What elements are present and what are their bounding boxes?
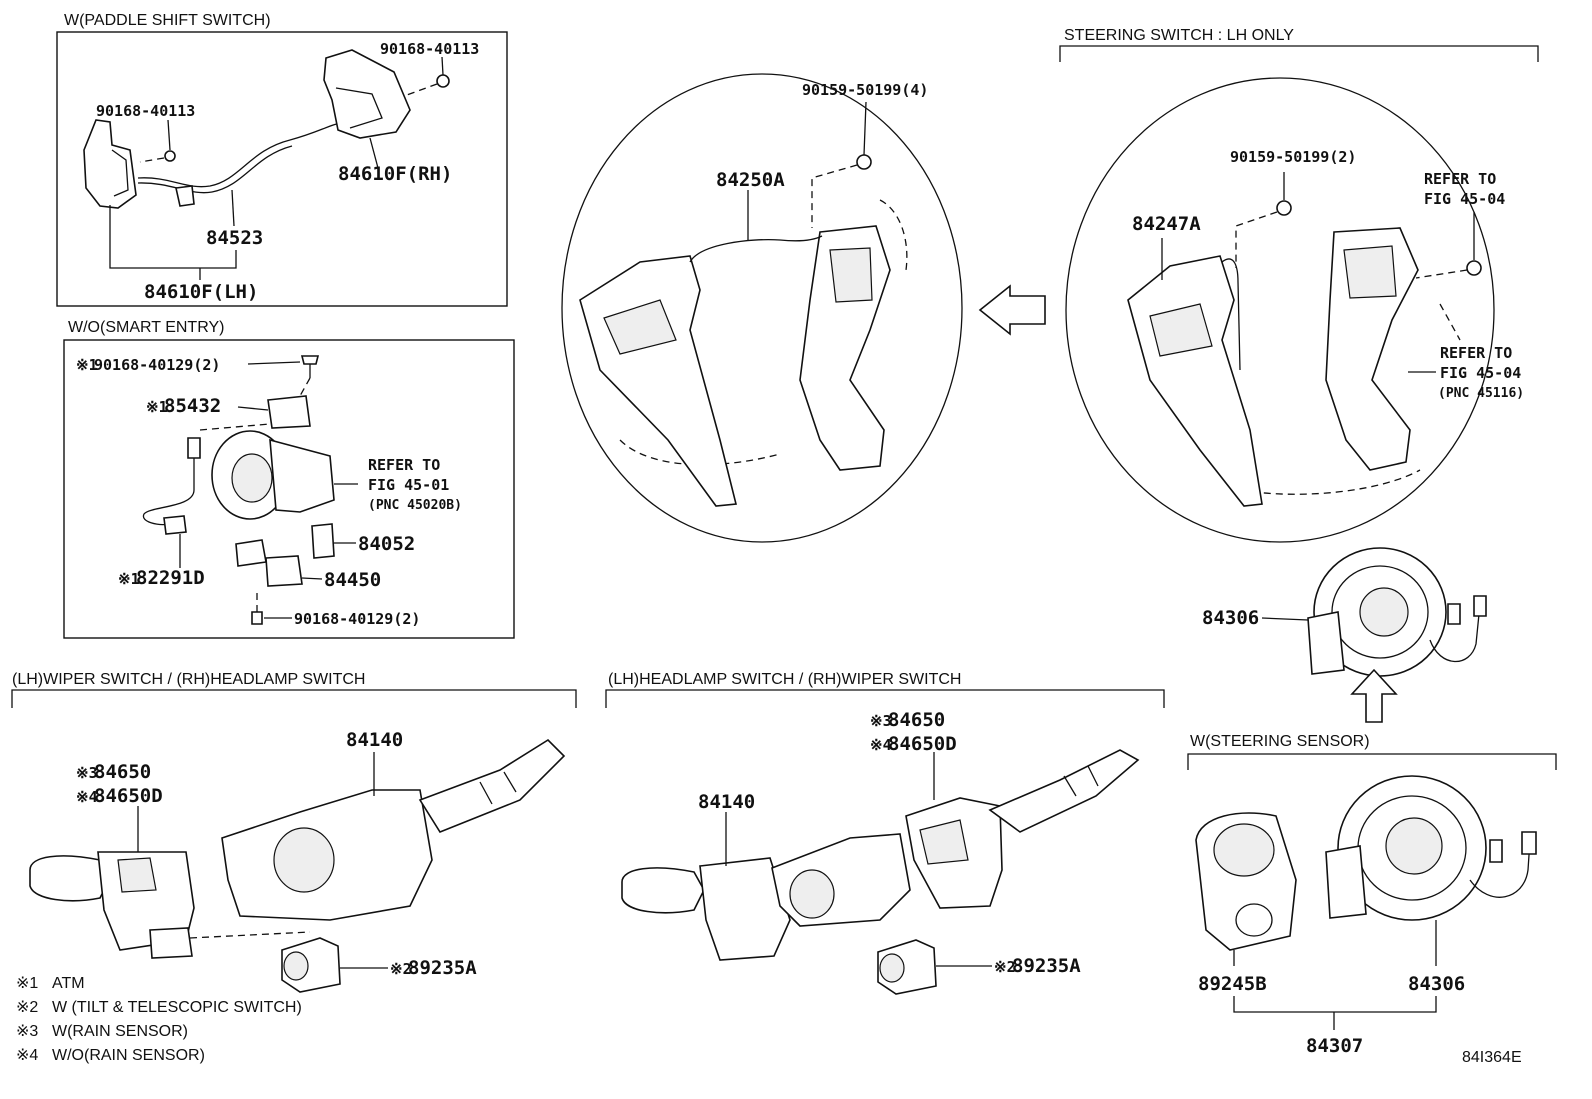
wiper-lever-knob [29, 855, 111, 902]
headlamp-switch-right-section: (LH)HEADLAMP SWITCH / (RH)WIPER SWITCH 8… [605, 671, 1165, 995]
refer-45-04-b-line3: (PNC 45116) [1438, 386, 1524, 401]
svg-text:※3: ※3 [870, 712, 892, 730]
steering-lh-header: STEERING SWITCH : LH ONLY [1064, 27, 1294, 44]
arrow-left-icon [978, 284, 1046, 336]
label-90168-40113-lh: 90168-40113 [96, 102, 195, 120]
steer-sensor-header: W(STEERING SENSOR) [1190, 733, 1370, 750]
label-84610F-LH: 84610F(LH) [144, 281, 258, 303]
label-90159-50199-2: 90159-50199(2) [1230, 148, 1356, 166]
svg-text:※1: ※1 [118, 570, 140, 588]
figure-id: 84I364E [1462, 1049, 1522, 1066]
smart-header: W/O(SMART ENTRY) [68, 319, 224, 336]
smart-entry-section: W/O(SMART ENTRY) ※1 90168-40129(2) ※1 85… [63, 319, 515, 639]
label-84306-top: 84306 [1202, 607, 1259, 629]
svg-text:※3: ※3 [76, 764, 98, 782]
wheel-outer-ring [1065, 77, 1495, 543]
steering-wheel-lh-only: STEERING SWITCH : LH ONLY 90159-50199(2)… [1059, 27, 1539, 543]
steering-switch-84250A-left [579, 255, 738, 507]
screw-icon [164, 150, 176, 162]
note-2-text: W (TILT & TELESCOPIC SWITCH) [52, 999, 302, 1016]
label-84247A: 84247A [1132, 213, 1201, 235]
note-4-mark: ※4 [16, 1047, 38, 1064]
label-84306-bottom: 84306 [1408, 973, 1465, 995]
label-84140-left: 84140 [346, 729, 403, 751]
label-85432: 85432 [164, 395, 221, 417]
svg-text:※4: ※4 [76, 788, 98, 806]
label-84052: 84052 [358, 533, 415, 555]
svg-text:※1: ※1 [76, 356, 98, 374]
label-84523: 84523 [206, 227, 263, 249]
label-84650-right: 84650 [888, 709, 945, 731]
note-3-mark: ※3 [16, 1023, 38, 1040]
screw-icon [1276, 200, 1292, 216]
note-1-text: ATM [52, 975, 85, 992]
svg-text:※4: ※4 [870, 736, 892, 754]
spiral-cable-top: 84306 [1202, 547, 1487, 677]
headlamp-lever [418, 738, 566, 833]
footnotes: ※1 ATM ※2 W (TILT & TELESCOPIC SWITCH) ※… [16, 975, 302, 1064]
note-2-mark: ※2 [16, 999, 38, 1016]
label-82291D: 82291D [136, 567, 205, 589]
wire-harness-84523 [137, 121, 347, 188]
arrow-up-icon [1350, 668, 1398, 723]
label-84250A: 84250A [716, 169, 785, 191]
steering-wheel-center: 90159-50199(4) 84250A [561, 73, 963, 543]
paddle-box [56, 31, 508, 307]
label-89235A-right: 89235A [1012, 955, 1081, 977]
label-89235A-left: 89235A [408, 957, 477, 979]
label-84650D-left: 84650D [94, 785, 163, 807]
steering-switch-84247A [1127, 255, 1263, 507]
label-84650D-right: 84650D [888, 733, 957, 755]
smart-box [63, 339, 515, 639]
screw-icon [1466, 260, 1482, 276]
wiper-lh-header: (LH)WIPER SWITCH / (RH)HEADLAMP SWITCH [12, 671, 365, 688]
label-84450: 84450 [324, 569, 381, 591]
svg-text:※2: ※2 [994, 958, 1016, 976]
paddle-switch-lh-body [83, 119, 137, 209]
headlamp-lh-header: (LH)HEADLAMP SWITCH / (RH)WIPER SWITCH [608, 671, 961, 688]
label-84307: 84307 [1306, 1035, 1363, 1057]
refer-45-04-b-line1: REFER TO [1440, 344, 1512, 362]
wiper-lever [988, 749, 1140, 833]
refer-45-01-line2: FIG 45-01 [368, 476, 449, 494]
label-90168-40129-top: 90168-40129(2) [94, 356, 220, 374]
note-1-mark: ※1 [16, 975, 38, 992]
screw-icon [856, 154, 872, 170]
svg-text:※2: ※2 [390, 960, 412, 978]
refer-45-04-a-line1: REFER TO [1424, 170, 1496, 188]
part-84450-shape [265, 555, 303, 587]
refer-45-04-a-line2: FIG 45-04 [1424, 190, 1505, 208]
screw-icon [251, 611, 263, 625]
part-85432-shape [267, 395, 311, 429]
note-3-text: W(RAIN SENSOR) [52, 1023, 188, 1040]
wire-82291D [142, 456, 195, 526]
label-89245B: 89245B [1198, 973, 1267, 995]
combination-switch-84140-right [771, 833, 911, 927]
steering-sensor-section: W(STEERING SENSOR) 89245B 84306 84307 [1187, 733, 1557, 1057]
wheel-outer-ring [561, 73, 963, 543]
refer-45-01-line3: (PNC 45020B) [368, 498, 462, 513]
label-84610F-RH: 84610F(RH) [338, 163, 452, 185]
note-4-text: W/O(RAIN SENSOR) [52, 1047, 205, 1064]
label-84650-left: 84650 [94, 761, 151, 783]
refer-45-04-b-line2: FIG 45-04 [1440, 364, 1521, 382]
refer-45-01-line1: REFER TO [368, 456, 440, 474]
paddle-switch-rh-body [323, 49, 411, 139]
paddle-shift-section: W(PADDLE SHIFT SWITCH) 90168-40113 90168… [56, 12, 508, 307]
paddle-header: W(PADDLE SHIFT SWITCH) [64, 12, 271, 29]
screw-icon [436, 74, 450, 88]
wiper-switch-left-section: (LH)WIPER SWITCH / (RH)HEADLAMP SWITCH ※… [11, 671, 577, 993]
label-90168-40129-bottom: 90168-40129(2) [294, 610, 420, 628]
label-84140-right: 84140 [698, 791, 755, 813]
screw-icon [300, 355, 320, 365]
label-90168-40113-rh: 90168-40113 [380, 40, 479, 58]
headlamp-lever-knob [621, 867, 705, 914]
svg-text:※1: ※1 [146, 398, 168, 416]
part-84052-shape [311, 523, 335, 559]
label-90159-50199-4: 90159-50199(4) [802, 81, 928, 99]
